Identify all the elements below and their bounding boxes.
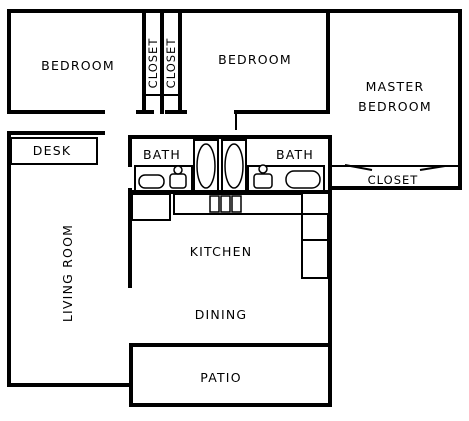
closet-b-label: CLOSET bbox=[164, 38, 178, 89]
bath-right-label: BATH bbox=[276, 147, 314, 162]
bedroom-center-label: BEDROOM bbox=[218, 52, 292, 67]
master-label-line2: BEDROOM bbox=[358, 99, 432, 114]
dining-label: DINING bbox=[195, 307, 248, 322]
closets bbox=[144, 10, 180, 96]
living-room-label: LIVING ROOM bbox=[60, 224, 75, 322]
kitchen-counters bbox=[131, 193, 329, 279]
desk-label: DESK bbox=[33, 143, 71, 158]
patio-label: PATIO bbox=[200, 370, 241, 385]
bedroom-left-label: BEDROOM bbox=[41, 58, 115, 73]
kitchen-label: KITCHEN bbox=[190, 244, 253, 259]
bath-fixtures bbox=[128, 137, 332, 194]
master-closet bbox=[330, 164, 460, 171]
closet-a-label: CLOSET bbox=[146, 38, 160, 89]
master-closet-label: CLOSET bbox=[368, 173, 419, 187]
bath-left-label: BATH bbox=[143, 147, 181, 162]
master-label-line1: MASTER bbox=[366, 79, 425, 94]
desk-counter bbox=[10, 137, 98, 165]
